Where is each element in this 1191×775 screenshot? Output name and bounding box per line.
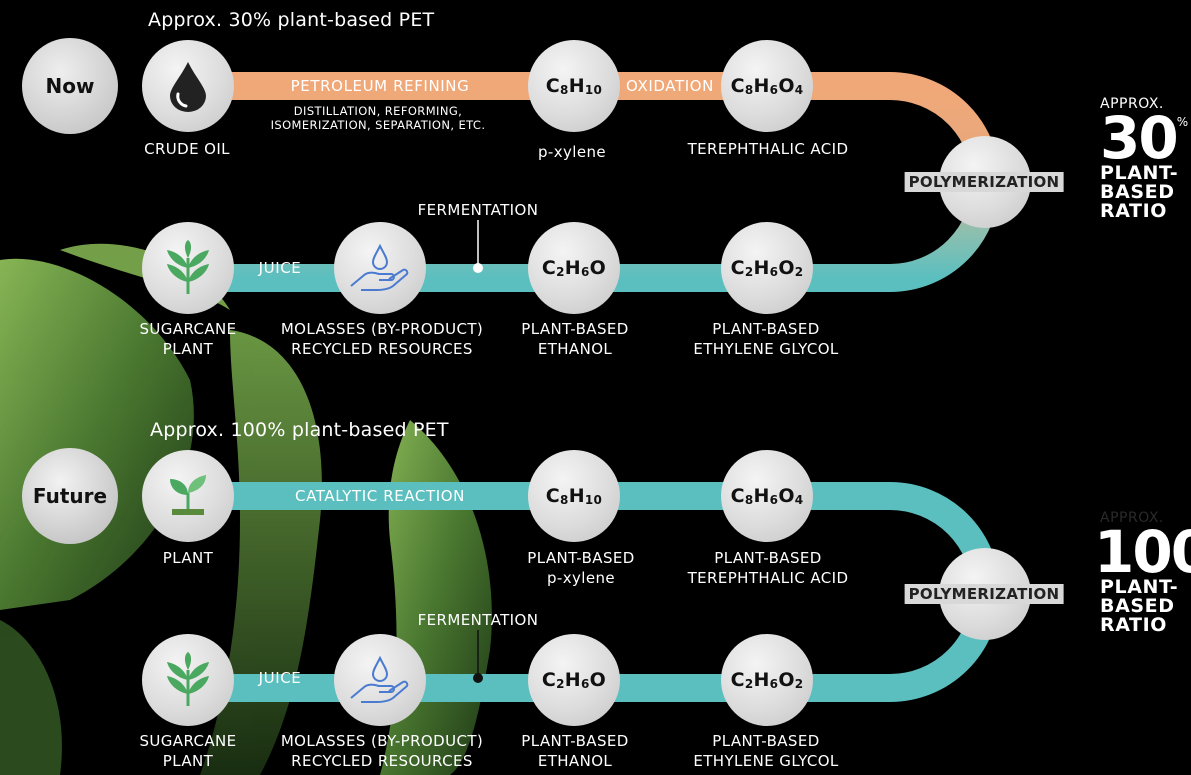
now-title: Approx. 30% plant-based PET [148,9,435,31]
now-ethanol-node: C2H6O [528,222,620,314]
refining-detail: DISTILLATION, REFORMING, ISOMERIZATION, … [270,104,486,132]
c2h6o2-formula: C2H6O2 [730,669,804,691]
now-juice-label: JUICE [258,259,302,277]
c2h6o-formula: C2H6O [541,257,607,279]
future-terephthalic-node: C8H6O4 [721,450,813,542]
c8h6o4-formula: C8H6O4 [730,485,804,507]
future-ratio-value: 100% [1094,518,1191,586]
future-p-xylene-label: PLANT-BASED p-xylene [527,549,635,587]
future-title: Approx. 100% plant-based PET [150,419,449,441]
future-glycol-label: PLANT-BASED ETHYLENE GLYCOL [693,732,839,770]
future-plant-label: PLANT [162,549,214,567]
hand-drop-icon [350,655,409,703]
sprout-icon [167,240,209,294]
future-ethanol-label: PLANT-BASED ETHANOL [521,732,629,770]
sprout-icon [170,475,206,515]
catalytic-reaction-label: CATALYTIC REACTION [295,487,465,505]
p-xylene-node: C8H10 [528,40,620,132]
future-ratio-words: PLANT- BASED RATIO [1100,576,1179,636]
p-xylene-label: p-xylene [537,143,607,161]
future-molasses-label: MOLASSES (BY-PRODUCT) RECYCLED RESOURCES [280,732,484,770]
c2h6o2-formula: C2H6O2 [730,257,804,279]
future-plant-node [142,450,234,542]
future-molasses-node [334,634,426,726]
future-badge: Future [22,448,118,544]
future-fermentation-label: FERMENTATION [417,611,539,629]
now-ratio-words: PLANT- BASED RATIO [1100,162,1179,222]
terephthalic-node: C8H6O4 [721,40,813,132]
future-sugarcane-node [142,634,234,726]
now-molasses-node [334,222,426,314]
now-sugarcane-label: SUGARCANE PLANT [139,320,237,358]
future-ratio-approx: APPROX. [1100,510,1164,526]
c8h6o4-formula: C8H6O4 [730,75,804,97]
oxidation-label: OXIDATION [626,77,714,95]
hand-drop-icon [350,243,409,291]
future-terephthalic-label: PLANT-BASED TEREPHTHALIC ACID [687,549,849,587]
now-polymerization-label: POLYMERIZATION [904,172,1064,192]
now-ratio: APPROX. 30% PLANT- BASED RATIO [1100,96,1188,221]
now-glycol-label: PLANT-BASED ETHYLENE GLYCOL [693,320,839,358]
now-ratio-approx: APPROX. [1100,96,1164,112]
future-ratio: APPROX. 100% PLANT- BASED RATIO [1094,510,1191,636]
crude-oil-node [142,40,234,132]
future-ethanol-node: C2H6O [528,634,620,726]
now-badge: Now [22,38,118,134]
future-sugarcane-label: SUGARCANE PLANT [139,732,237,770]
now-molasses-label: MOLASSES (BY-PRODUCT) RECYCLED RESOURCES [280,320,484,358]
now-ethanol-label: PLANT-BASED ETHANOL [521,320,629,358]
crude-oil-label: CRUDE OIL [144,140,230,158]
oil-drop-icon [170,62,206,112]
now-ratio-value: 30% [1100,104,1189,172]
future-polymerization-label: POLYMERIZATION [904,584,1064,604]
future-p-xylene-node: C8H10 [528,450,620,542]
c2h6o-formula: C2H6O [541,669,607,691]
sprout-icon [167,652,209,706]
now-glycol-node: C2H6O2 [721,222,813,314]
c8h10-formula: C8H10 [545,75,603,97]
now-sugarcane-node [142,222,234,314]
c8h10-formula: C8H10 [545,485,603,507]
now-fermentation-label: FERMENTATION [417,201,539,219]
future-glycol-node: C2H6O2 [721,634,813,726]
terephthalic-label: TEREPHTHALIC ACID [687,140,849,158]
future-juice-label: JUICE [258,669,302,687]
petroleum-refining-label: PETROLEUM REFINING [290,77,470,95]
